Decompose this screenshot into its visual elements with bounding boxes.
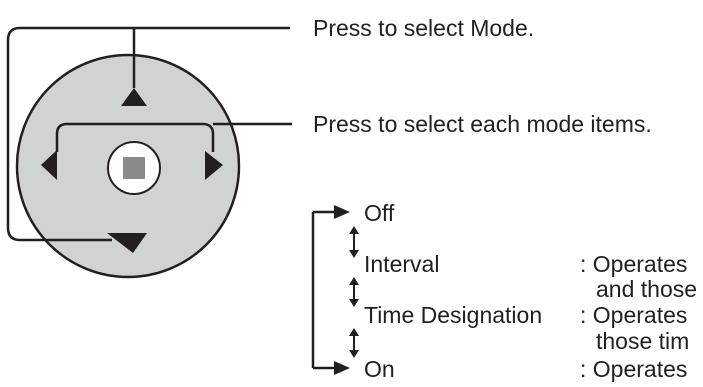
triangle-right-icon xyxy=(205,151,223,180)
mode-select-leader xyxy=(6,26,290,242)
mode-on-label: On xyxy=(364,356,395,382)
mode-time-designation-label: Time Designation xyxy=(364,302,543,328)
mode-cycle-bracket xyxy=(311,205,350,375)
center-square-icon xyxy=(123,157,145,179)
arrow-to-on-icon xyxy=(334,361,350,375)
mode-on-description-line-1: : Operates xyxy=(580,356,688,382)
mode-time-designation-description-line-1: : Operates xyxy=(580,302,688,328)
triangle-down-icon xyxy=(107,233,147,253)
direction-pad xyxy=(15,53,241,279)
select-mode-label: Press to select Mode. xyxy=(313,15,535,41)
item-select-leader xyxy=(55,122,292,152)
triangle-up-icon xyxy=(121,88,147,106)
mode-time-designation-description-line-2: those tim xyxy=(596,328,690,354)
mode-interval-label: Interval xyxy=(364,251,440,277)
select-items-label: Press to select each mode items. xyxy=(313,111,652,137)
mode-off-label: Off xyxy=(364,200,395,226)
mode-interval-description-line-2: and those xyxy=(596,276,698,302)
arrow-to-off-icon xyxy=(334,205,350,219)
double-headed-arrow-icon xyxy=(349,226,359,358)
triangle-left-icon xyxy=(41,150,57,180)
mode-interval-description-line-1: : Operates xyxy=(580,251,688,277)
